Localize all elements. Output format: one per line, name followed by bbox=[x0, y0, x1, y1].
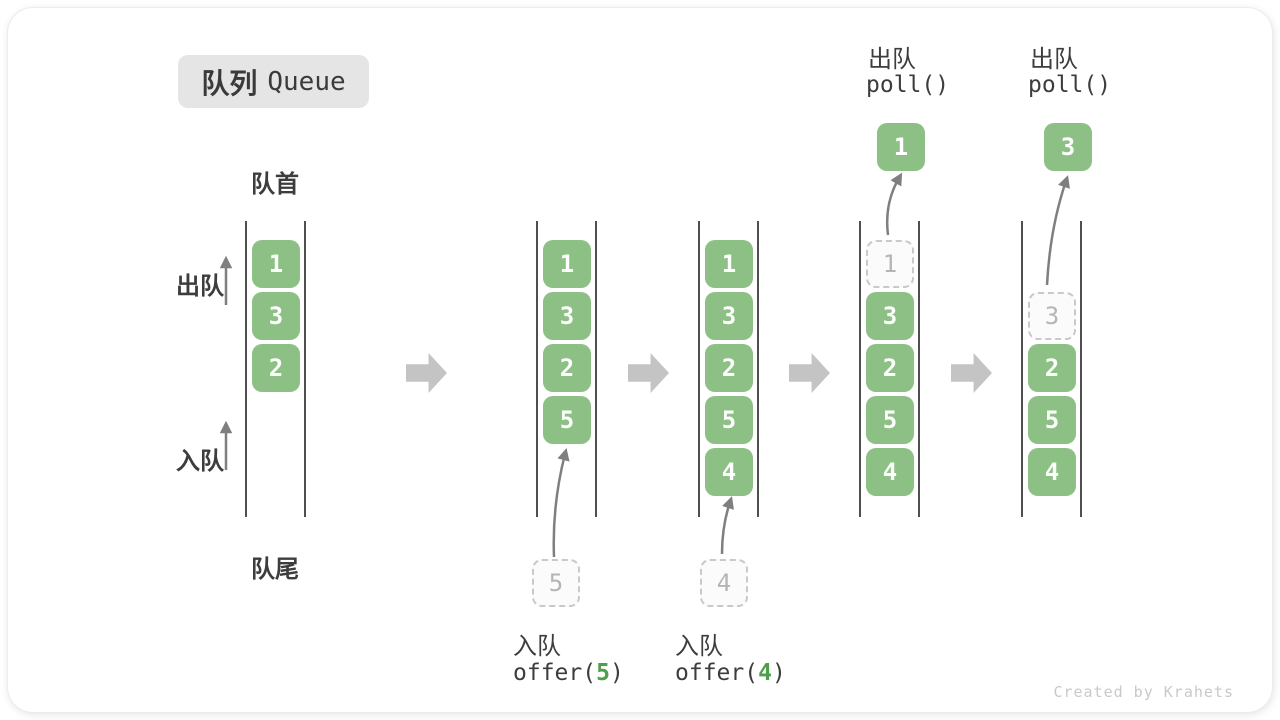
queue-item-box: 3 bbox=[252, 292, 300, 340]
op-poll-code: poll() bbox=[866, 72, 950, 98]
op-code-arg: 5 bbox=[596, 660, 610, 686]
queue-title-en: Queue bbox=[267, 66, 346, 97]
op-dequeue-label: 出队 bbox=[868, 46, 916, 73]
removed-item-ghost-box: 1 bbox=[866, 240, 914, 288]
queue-walls bbox=[859, 221, 920, 517]
op-code-fn: offer( bbox=[513, 660, 597, 686]
queue-item-box: 5 bbox=[705, 396, 753, 444]
queue-walls bbox=[536, 221, 597, 517]
label-queue-rear: 队尾 bbox=[251, 556, 299, 583]
queue-item-box: 1 bbox=[543, 240, 591, 288]
queue-item-box: 3 bbox=[543, 292, 591, 340]
transition-arrow-icon bbox=[406, 353, 447, 393]
op-code-fn: offer( bbox=[675, 660, 759, 686]
out-item-box: 3 bbox=[1044, 123, 1092, 171]
transition-arrow-icon bbox=[628, 353, 669, 393]
op-offer-code: offer(5) bbox=[513, 660, 624, 686]
op-code-close: ) bbox=[609, 660, 624, 686]
queue-item-box: 1 bbox=[252, 240, 300, 288]
op-code-close: ) bbox=[771, 660, 786, 686]
transition-arrow-icon bbox=[789, 353, 830, 393]
dequeue-curved-arrow-icon bbox=[1045, 175, 1070, 286]
incoming-item-ghost-box: 5 bbox=[532, 559, 580, 607]
queue-item-box: 4 bbox=[1028, 448, 1076, 496]
queue-item-box: 1 bbox=[705, 240, 753, 288]
op-poll-code: poll() bbox=[1028, 72, 1112, 98]
dequeue-label: 出队 bbox=[176, 273, 224, 300]
removed-item-ghost-box: 3 bbox=[1028, 292, 1076, 340]
queue-item-box: 5 bbox=[543, 396, 591, 444]
queue-item-box: 2 bbox=[1028, 344, 1076, 392]
queue-item-box: 4 bbox=[705, 448, 753, 496]
op-code-arg: 4 bbox=[758, 660, 772, 686]
queue-item-box: 2 bbox=[705, 344, 753, 392]
incoming-item-ghost-box: 4 bbox=[700, 559, 748, 607]
label-queue-front: 队首 bbox=[251, 171, 299, 198]
diagram-canvas: 队列 Queue 队首 队尾 出队 入队 1 3 2 1 3 2 5 5 入队 … bbox=[7, 7, 1273, 713]
watermark: Created by Krahets bbox=[1053, 683, 1234, 701]
queue-item-box: 2 bbox=[252, 344, 300, 392]
queue-item-box: 5 bbox=[866, 396, 914, 444]
queue-item-box: 2 bbox=[543, 344, 591, 392]
enqueue-curved-arrow-icon bbox=[552, 447, 570, 558]
queue-walls bbox=[698, 221, 759, 517]
op-enqueue-label: 入队 bbox=[513, 633, 561, 660]
queue-item-box: 2 bbox=[866, 344, 914, 392]
queue-walls bbox=[245, 221, 306, 517]
queue-item-box: 5 bbox=[1028, 396, 1076, 444]
queue-item-box: 3 bbox=[866, 292, 914, 340]
op-offer-code: offer(4) bbox=[675, 660, 786, 686]
out-item-box: 1 bbox=[877, 123, 925, 171]
dequeue-up-arrow-icon bbox=[219, 255, 233, 305]
dequeue-curved-arrow-icon bbox=[885, 172, 903, 236]
queue-title-zh: 队列 bbox=[201, 67, 258, 99]
enqueue-label: 入队 bbox=[176, 448, 224, 475]
queue-title-box: 队列 Queue bbox=[178, 55, 369, 108]
queue-item-box: 3 bbox=[705, 292, 753, 340]
queue-walls bbox=[1021, 221, 1082, 517]
op-dequeue-label: 出队 bbox=[1030, 46, 1078, 73]
enqueue-up-arrow-icon bbox=[219, 420, 233, 470]
queue-item-box: 4 bbox=[866, 448, 914, 496]
op-enqueue-label: 入队 bbox=[675, 633, 723, 660]
enqueue-curved-arrow-icon bbox=[720, 496, 734, 555]
transition-arrow-icon bbox=[951, 353, 992, 393]
